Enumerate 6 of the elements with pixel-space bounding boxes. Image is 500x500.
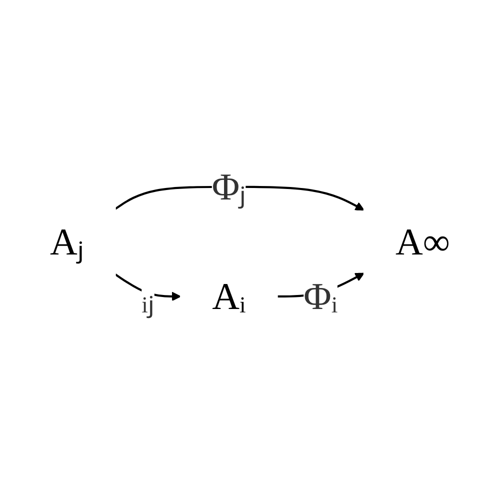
node-text: Aⱼ [50, 221, 84, 264]
node-text: A∞ [396, 221, 450, 264]
edge-label: Φᵢ [304, 276, 338, 318]
edge-label: ᵢⱼ [142, 276, 154, 318]
node-text: Aᵢ [212, 276, 246, 318]
edge-label: Φⱼ [212, 166, 246, 208]
